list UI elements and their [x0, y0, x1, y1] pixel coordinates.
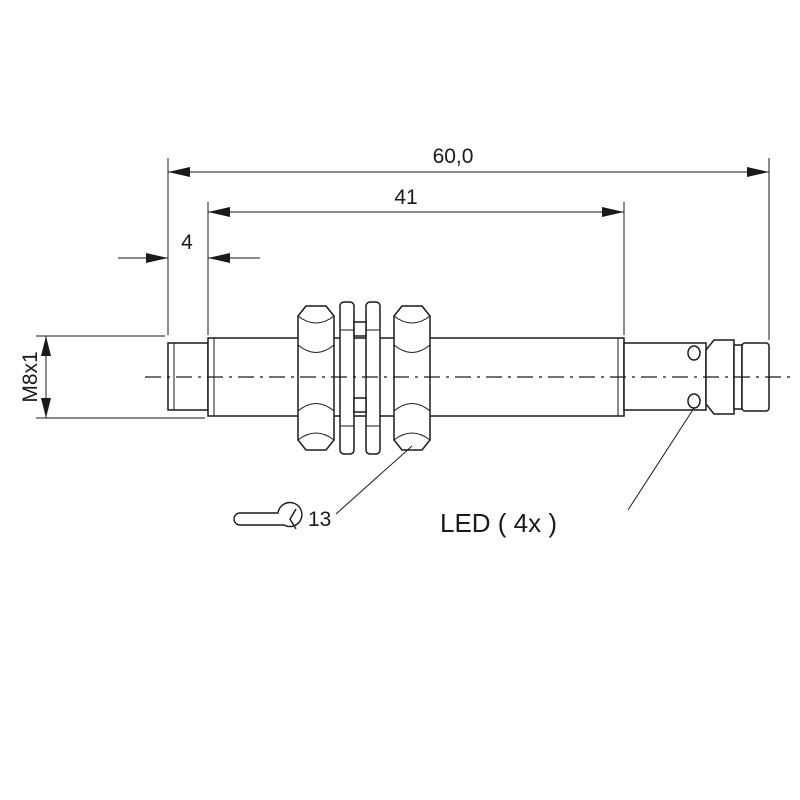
dimension-overall-length: 60,0	[167, 145, 770, 340]
led-callout: LED ( 4x )	[440, 407, 695, 538]
dimension-tip-length: 4	[118, 231, 260, 263]
led-label: LED ( 4x )	[440, 508, 557, 538]
thread-diameter-value: M8x1	[19, 351, 42, 402]
overall-length-value: 60,0	[433, 145, 474, 168]
wrench-icon	[233, 501, 303, 530]
dimension-thread-length: 41	[207, 186, 625, 335]
wrench-size-value: 13	[308, 508, 331, 531]
led-window-top	[687, 345, 701, 361]
thread-length-value: 41	[394, 186, 417, 209]
hex-nut-left	[297, 305, 335, 451]
tip-length-value: 4	[181, 231, 193, 254]
hex-nut-right	[393, 305, 431, 451]
led-window-bottom	[687, 393, 701, 409]
dimension-thread-diameter: M8x1	[19, 335, 205, 419]
wrench-size-callout: 13	[233, 445, 413, 531]
washers	[339, 301, 381, 455]
